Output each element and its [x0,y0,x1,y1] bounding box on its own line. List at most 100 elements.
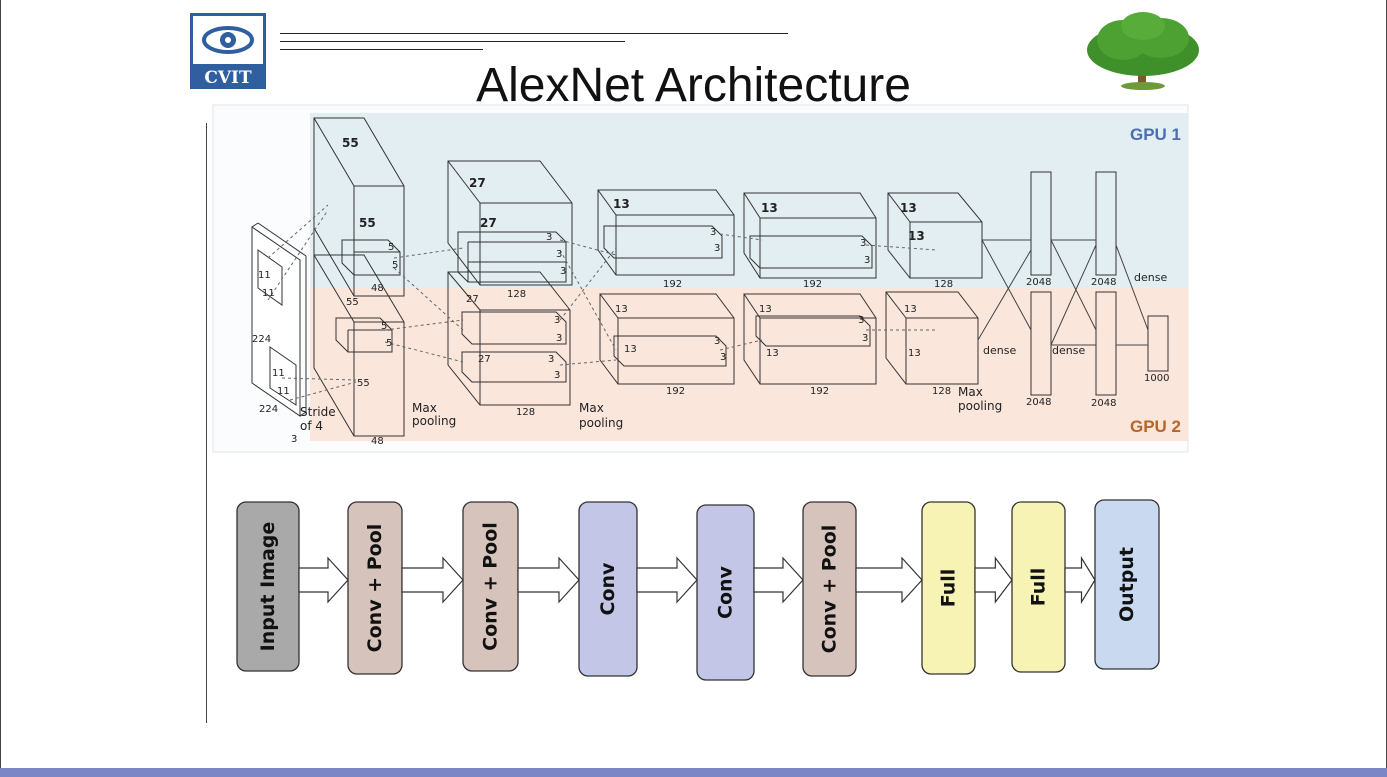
conv4-kernel-d: 3 [862,333,868,344]
conv4-height: 13 [761,201,778,215]
input-volume [251,222,307,417]
flow-arrow-2 [401,556,464,604]
tree-logo [1083,10,1203,92]
flow-block-label: Output [1116,547,1138,622]
conv3-kernel-c: 3 [714,336,720,347]
gpu1-label: GPU 1 [1130,125,1181,144]
fc-layers [1030,171,1169,396]
input-kernel-d: 11 [277,386,290,397]
conv5-height-bottom: 13 [904,304,917,315]
dense-label-2: dense [1052,344,1085,357]
conv3-kernel-b: 3 [714,243,720,254]
flow-block-label: Conv + Pool [819,525,841,654]
conv5-height: 13 [900,201,917,215]
conv1-kernel-b: 5 [392,260,398,271]
conv3-height-bottom: 13 [615,304,628,315]
conv3-kernel-a: 3 [710,227,716,238]
dense-label-3: dense [1134,271,1167,284]
flow-block-label: Full [1028,568,1050,607]
pool1-label-line1: Max [412,401,437,415]
header-line-1 [280,33,788,34]
input-size-height: 224 [252,334,271,345]
flow-block-label: Conv + Pool [364,524,386,653]
flow-block-label: Conv [597,562,619,616]
flow-block-label: Full [938,569,960,608]
input-kernel-c: 11 [272,368,285,379]
conv1-volume [313,117,405,437]
conv4-height-inner: 13 [766,348,779,359]
fc7-units-top: 2048 [1091,277,1116,288]
conv5-depth-bottom: 128 [932,386,951,397]
conv1-kernel-a: 5 [388,242,394,253]
conv2-kernel-f: 3 [548,354,554,365]
conv2-kernel-g: 3 [554,370,560,381]
pool3-label-line2: pooling [958,399,1002,413]
conv1-width: 55 [359,216,376,230]
cvit-logo: CVIT [190,13,266,89]
slide-title: AlexNet Architecture [476,59,911,112]
flow-block-2: Conv + Pool [347,501,403,675]
flow-arrow-1 [298,556,349,604]
conv4-depth-bottom: 192 [810,386,829,397]
fc6-units-bottom: 2048 [1026,397,1051,408]
flow-block-6: Conv + Pool [802,501,857,677]
pool1-label-line2: pooling [412,414,456,428]
input-kernel-b: 11 [262,288,275,299]
flow-block-1: Input Image [236,501,300,672]
flowchart: Input Image Conv + Pool Conv + Pool Conv Con… [236,499,1160,681]
conv1-depth-bottom: 48 [371,436,384,447]
conv3-volume [597,189,735,385]
conv1-width-bottom: 55 [357,378,370,389]
conv2-depth-bottom: 128 [516,407,535,418]
conv1-height-bottom: 55 [346,297,359,308]
conv5-width: 13 [908,229,925,243]
bottom-accent-bar [0,768,1387,777]
slide-left-border [0,0,1,768]
receptive-field-lines [267,204,937,401]
conv2-kernel-c: 3 [560,266,566,277]
flow-arrow-4 [636,556,698,604]
flow-block-label: Conv [715,565,737,619]
flow-block-9: Output [1094,499,1160,670]
conv1-kernel-c: 5 [381,321,387,332]
pool2-label-line2: pooling [579,416,623,430]
fc7-units-bottom: 2048 [1091,398,1116,409]
conv4-kernel-c: 3 [858,315,864,326]
conv3-height: 13 [613,197,630,211]
conv2-kernel-e: 3 [556,333,562,344]
flow-block-4: Conv [578,501,638,677]
conv5-width-bottom: 13 [908,348,921,359]
conv1-kernel-d: 5 [386,338,392,349]
flow-block-3: Conv + Pool [462,501,519,672]
fc6-units-top: 2048 [1026,277,1051,288]
flow-arrow-6 [855,556,923,604]
connections [977,239,1149,346]
gpu2-label: GPU 2 [1130,417,1181,436]
pool3-label-line1: Max [958,385,983,399]
conv2-kernel-d: 3 [554,315,560,326]
conv4-depth-top: 192 [803,279,822,290]
header-line-3 [280,49,483,50]
conv3-depth-top: 192 [663,279,682,290]
conv3-kernel-d: 3 [720,352,726,363]
flow-arrow-8 [1064,555,1096,605]
conv3-height-inner: 13 [624,344,637,355]
conv4-kernel-a: 3 [860,238,866,249]
flow-arrow-3 [517,556,580,604]
conv4-height-bottom: 13 [759,304,772,315]
conv2-height: 27 [469,176,486,190]
conv4-volume [743,192,877,385]
stride-label-line2: of 4 [300,419,323,433]
flow-arrow-7 [974,556,1013,604]
vertical-rule [206,123,207,723]
conv2-kernel-b: 3 [556,249,562,260]
conv2-width-bottom: 27 [478,354,491,365]
conv2-height-bottom: 27 [466,294,479,305]
flow-block-label: Conv + Pool [480,522,502,651]
input-kernel-a: 11 [258,270,271,281]
flow-block-8: Full [1011,501,1066,673]
flow-block-5: Conv [696,504,755,681]
conv3-depth-bottom: 192 [666,386,685,397]
conv5-volume [885,192,983,385]
